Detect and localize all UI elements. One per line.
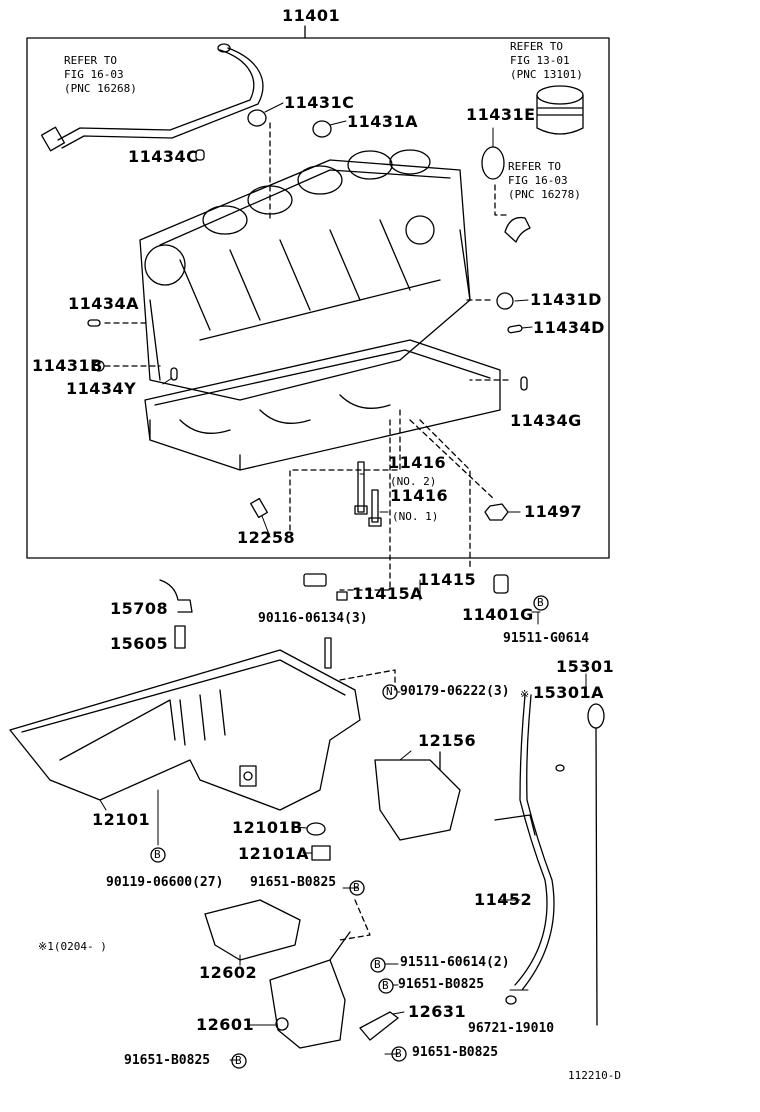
plug-11431E: [481, 146, 505, 180]
reference-note-16268: REFER TO FIG 16-03 (PNC 16268): [64, 54, 137, 95]
bolt-11416-drawing: [354, 461, 382, 527]
part-label-12156: 12156: [418, 731, 477, 750]
switch-11415-drawing: [303, 573, 348, 601]
pin-11434Y: [170, 367, 178, 381]
pin-11434C: [195, 149, 205, 161]
part-label-91511-60614: 91511-60614(2): [400, 955, 510, 970]
symbol-b-3: B: [374, 958, 381, 971]
circled-symbols: [150, 595, 549, 1069]
part-label-11431E: 11431E: [466, 105, 536, 124]
engine-block-drawing: [139, 149, 471, 401]
part-label-11415A: 11415A: [352, 584, 424, 603]
nut-11497: [484, 503, 509, 521]
symbol-b-7: B: [537, 596, 544, 609]
part-label-11416-no1: 11416: [390, 486, 449, 505]
piston-drawing: [536, 85, 584, 135]
dipstick-drawing: [587, 703, 605, 1026]
symbol-b-5: B: [395, 1047, 402, 1060]
block-frame: [26, 37, 610, 559]
reference-note-13101: REFER TO FIG 13-01 (PNC 13101): [510, 40, 583, 81]
part-label-12631: 12631: [408, 1002, 467, 1021]
plug-11431B: [93, 360, 105, 372]
part-label-12602: 12602: [199, 963, 258, 982]
pin-11434D: [507, 324, 523, 334]
part-label-91651-b0825-4: 91651-B0825: [412, 1045, 499, 1060]
part-label-12101: 12101: [92, 810, 151, 829]
symbol-star: ※: [520, 688, 530, 701]
plug-11431A: [312, 120, 332, 138]
part-11401G-drawing: [493, 574, 509, 594]
part-label-12101B: 12101B: [232, 818, 303, 837]
sensor-15708-drawing: [159, 579, 193, 613]
stud-drawing: [324, 637, 332, 669]
part-label-91651-b0825-2: 91651-B0825: [398, 977, 485, 992]
part-label-11434G: 11434G: [510, 411, 582, 430]
baffle-12156-drawing: [374, 759, 461, 841]
symbol-n: N: [386, 685, 393, 698]
part-label-11431D: 11431D: [530, 290, 602, 309]
part-label-11401G: 11401G: [462, 605, 534, 624]
part-label-90179: 90179-06222(3): [400, 684, 510, 699]
part-label-91651-b0825-1: 91651-B0825: [250, 875, 337, 890]
part-label-90116: 90116-06134(3): [258, 611, 368, 626]
symbol-b-1: B: [154, 848, 161, 861]
part-note-no2: (NO. 2): [390, 475, 437, 488]
part-label-11434D: 11434D: [533, 318, 605, 337]
part-label-12101A: 12101A: [238, 844, 310, 863]
plug-12101A: [311, 845, 331, 861]
plug-11431D: [496, 292, 514, 310]
part-label-11434Y: 11434Y: [66, 379, 137, 398]
part-label-11415: 11415: [418, 570, 477, 589]
part-label-12258: 12258: [237, 528, 296, 547]
part-label-15301: 15301: [556, 657, 615, 676]
gasket-96721: [505, 995, 517, 1005]
part-label-15301A: 15301A: [533, 683, 605, 702]
part-label-12601: 12601: [196, 1015, 255, 1034]
reference-note-16278: REFER TO FIG 16-03 (PNC 16278): [508, 160, 581, 201]
gasket-12101B: [306, 822, 326, 836]
part-label-11431C: 11431C: [284, 93, 355, 112]
pickup-12601-drawing: [269, 959, 346, 1049]
part-note-no1: (NO. 1): [392, 510, 439, 523]
part-label-15605: 15605: [110, 634, 169, 653]
pin-11434A: [87, 319, 101, 327]
part-label-11431A: 11431A: [347, 112, 419, 131]
part-label-11452: 11452: [474, 890, 533, 909]
note-applicability: ※1(0204- ): [38, 940, 107, 953]
pin-11434G: [520, 376, 528, 391]
part-label-15708: 15708: [110, 599, 169, 618]
crankcase-drawing: [144, 339, 501, 471]
pin-12258: [250, 497, 268, 519]
part-label-11401: 11401: [282, 6, 341, 25]
part-label-96721: 96721-19010: [468, 1021, 555, 1036]
symbol-b-2: B: [353, 881, 360, 894]
o-ring-drawing: [555, 764, 565, 772]
oil-pan-drawing: [9, 649, 361, 811]
fitting-drawing: [504, 216, 531, 243]
part-label-90119: 90119-06600(27): [106, 875, 224, 890]
dipstick-guide-drawing: [494, 694, 555, 991]
part-label-91511-G0614: 91511-G0614: [503, 631, 590, 646]
symbol-b-4: B: [382, 979, 389, 992]
part-label-11434A: 11434A: [68, 294, 140, 313]
part-label-11431B: 11431B: [32, 356, 103, 375]
oil-pipe-drawing: [40, 43, 264, 152]
part-label-11434C: 11434C: [128, 147, 199, 166]
strainer-12602-drawing: [204, 899, 301, 961]
figure-code: 112210-D: [568, 1069, 621, 1082]
bracket-12631-drawing: [359, 1011, 399, 1041]
part-label-91651-b0825-3: 91651-B0825: [124, 1053, 211, 1068]
symbol-b-6: B: [235, 1054, 242, 1067]
part-label-11497: 11497: [524, 502, 583, 521]
plug-11431C: [247, 109, 267, 127]
bolt-15605-drawing: [174, 625, 186, 649]
part-label-11416-no2: 11416: [388, 453, 447, 472]
